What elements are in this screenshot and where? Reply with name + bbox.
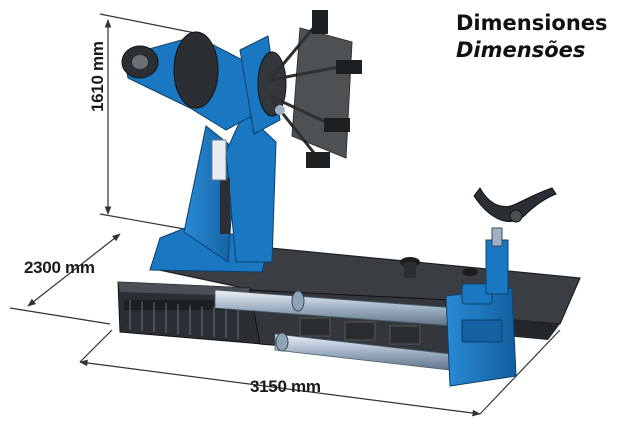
chuck-assembly — [121, 10, 362, 168]
tool-arm-column — [445, 187, 557, 387]
depth-dimension-label: 2300 mm — [24, 258, 95, 277]
chrome-rails — [214, 289, 456, 371]
width-dimension-label: 3150 mm — [250, 377, 321, 396]
main-tower — [149, 111, 277, 273]
page-title: Dimensiones Dimensões — [456, 10, 608, 64]
title-portuguese: Dimensões — [456, 38, 586, 62]
dimension-lines — [9, 13, 561, 417]
height-dimension-label: 1610 mm — [88, 41, 107, 112]
title-spanish: Dimensiones — [456, 11, 608, 35]
